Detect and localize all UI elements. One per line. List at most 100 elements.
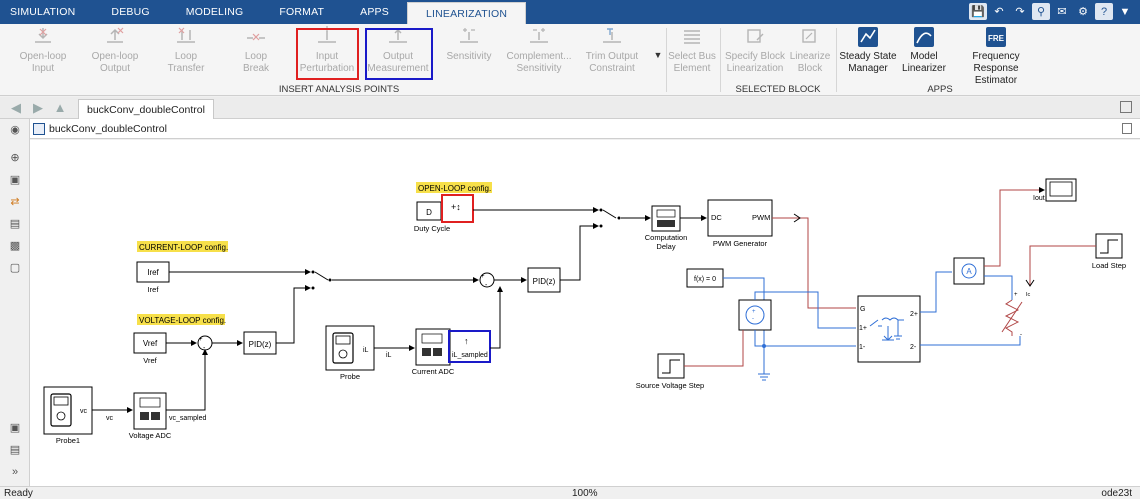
scope-iout-caption: Iout <box>1033 195 1045 202</box>
input-perturbation-highlight <box>296 28 359 80</box>
screenshot-icon[interactable]: ▣ <box>9 422 21 434</box>
signal-source-step[interactable] <box>684 330 744 367</box>
signal-vc-sampled[interactable] <box>166 349 208 411</box>
search-icon[interactable]: ⚲ <box>1032 3 1050 20</box>
loop-break-button[interactable]: Loop Break <box>232 26 280 82</box>
linearize-block-label: Linearize Block <box>789 51 831 74</box>
solver-name[interactable]: ode23t <box>1101 488 1132 499</box>
physical-conn-vin-minus[interactable] <box>754 330 856 347</box>
select-bus-element-button[interactable]: Select Bus Element <box>668 26 716 82</box>
probe-port: iL <box>363 347 369 354</box>
zoom-level[interactable]: 100% <box>572 488 598 499</box>
notifications-icon[interactable]: ✉ <box>1057 6 1067 18</box>
computation-delay-caption-2: Delay <box>656 242 675 251</box>
physical-conn-vout-plus[interactable] <box>920 271 952 313</box>
tab-simulation[interactable]: SIMULATION <box>10 6 76 18</box>
solver-config-text: f(x) = 0 <box>694 276 716 283</box>
tab-modeling[interactable]: MODELING <box>185 6 244 18</box>
steady-state-manager-icon <box>856 26 880 48</box>
frequency-response-estimator-button[interactable]: FRE Frequency Response Estimator <box>950 26 1042 86</box>
annotation-voltage-loop[interactable]: VOLTAGE-LOOP config. <box>139 316 226 325</box>
complementary-sensitivity-button[interactable]: Complement... Sensitivity <box>505 26 573 82</box>
buck-converter-block[interactable] <box>857 295 921 363</box>
collapse-breadcrumb-icon[interactable] <box>1122 123 1132 134</box>
tab-debug[interactable]: DEBUG <box>111 6 150 18</box>
annotation-current-loop[interactable]: CURRENT-LOOP config. <box>139 243 228 252</box>
zoom-icon[interactable]: ⊕ <box>10 152 20 164</box>
multimeter-display-icon <box>335 335 351 345</box>
signal-pwm-gate[interactable] <box>772 217 856 309</box>
forward-icon[interactable]: ▶ <box>33 100 43 115</box>
load-port-minus: - <box>1020 332 1022 338</box>
steady-state-manager-button[interactable]: Steady State Manager <box>838 26 898 82</box>
model-linearizer-button[interactable]: Model Linearizer <box>900 26 948 82</box>
area-icon[interactable]: ▢ <box>9 262 21 274</box>
signal-pid-current-out[interactable] <box>560 223 599 281</box>
annotation-open-loop[interactable]: OPEN-LOOP config. <box>418 184 491 193</box>
undo-icon[interactable]: ↶ <box>994 6 1004 18</box>
physical-conn-sensor-load[interactable] <box>984 275 1013 300</box>
select-bus-element-icon <box>680 26 704 48</box>
annotation-icon[interactable]: ▤ <box>9 218 21 230</box>
settings-icon[interactable]: ⚙ <box>1078 6 1088 18</box>
loop-break-icon <box>244 26 268 48</box>
fit-to-view-icon[interactable]: ▣ <box>9 174 21 186</box>
specify-block-linearization-button[interactable]: Specify Block Linearization <box>724 26 786 82</box>
signal-load-step[interactable] <box>1029 245 1096 286</box>
manual-switch-open-loop[interactable] <box>599 208 621 228</box>
variable-load-block[interactable] <box>1001 299 1023 336</box>
trim-output-constraint-button[interactable]: Trim Output Constraint <box>582 26 642 82</box>
select-bus-element-label: Select Bus Element <box>668 51 716 74</box>
multimeter-dial-icon <box>338 349 348 359</box>
open-loop-output-button[interactable]: Open-loop Output <box>85 26 145 82</box>
sum-voltage-plus: + <box>199 337 203 343</box>
tab-linearization[interactable]: LINEARIZATION <box>406 2 527 24</box>
open-loop-input-button[interactable]: Open-loop Input <box>14 26 72 82</box>
tab-format[interactable]: FORMAT <box>279 6 325 18</box>
hide-explorer-bar-icon[interactable] <box>1120 101 1132 113</box>
up-to-parent-icon[interactable]: ▲ <box>53 100 67 115</box>
hide-model-browser-icon[interactable]: ◉ <box>10 124 20 136</box>
save-icon[interactable]: 💾 <box>969 3 987 20</box>
help-icon[interactable]: ? <box>1095 3 1113 20</box>
back-icon[interactable]: ◀ <box>11 100 21 115</box>
diagram-canvas[interactable]: OPEN-LOOP config. CURRENT-LOOP config. V… <box>30 140 1140 486</box>
converter-port-2plus: 2+ <box>910 311 918 318</box>
sensitivity-button[interactable]: Sensitivity <box>442 26 496 82</box>
step-icon <box>1100 239 1118 254</box>
breadcrumb-model-name[interactable]: buckConv_doubleControl <box>49 122 167 135</box>
current-sensor-block[interactable] <box>953 257 985 285</box>
simulink-diagram: OPEN-LOOP config. CURRENT-LOOP config. V… <box>43 178 1126 445</box>
multimeter-icon <box>332 332 354 364</box>
gallery-expand-icon[interactable]: ▼ <box>653 50 663 60</box>
pid-current-block[interactable] <box>527 267 561 293</box>
current-adc-block[interactable] <box>415 328 451 366</box>
vc-sampled-label: vc_sampled <box>169 415 206 422</box>
signal-il-sampled[interactable] <box>490 286 503 349</box>
load-step-block[interactable] <box>1095 233 1123 259</box>
trim-output-constraint-label: Trim Output Constraint <box>585 51 639 74</box>
manual-switch-current-loop[interactable] <box>311 270 332 290</box>
redo-icon[interactable]: ↷ <box>1015 6 1025 18</box>
output-measurement-button[interactable]: Output Measurement <box>366 26 430 82</box>
signal-flow-icon[interactable]: ⇄ <box>10 196 20 208</box>
model-document-tab[interactable]: buckConv_doubleControl <box>78 99 214 119</box>
image-icon[interactable]: ▩ <box>9 240 21 252</box>
minimize-ribbon-icon[interactable]: ▼ <box>1119 5 1131 18</box>
trim-output-constraint-icon <box>600 26 624 48</box>
signal-iout[interactable] <box>984 187 1045 267</box>
physical-conn-vin-plus[interactable] <box>754 291 856 329</box>
tab-apps[interactable]: APPS <box>360 6 389 18</box>
voltage-adc-block[interactable] <box>133 392 167 430</box>
loop-transfer-button[interactable]: Loop Transfer <box>160 26 212 82</box>
property-inspector-icon[interactable]: ▤ <box>9 444 21 456</box>
signal-pid-voltage-out[interactable] <box>276 285 311 344</box>
physical-conn-vout-minus[interactable] <box>920 336 1021 346</box>
linearize-block-icon <box>798 26 822 48</box>
scope-screen-icon <box>1049 181 1073 197</box>
source-voltage-step-block[interactable] <box>657 353 685 379</box>
expand-toolbar-icon[interactable]: » <box>11 466 19 478</box>
dc-voltage-source-block[interactable] <box>738 299 772 331</box>
input-perturbation-point-highlight <box>441 194 474 223</box>
linearize-block-button[interactable]: Linearize Block <box>788 26 832 82</box>
